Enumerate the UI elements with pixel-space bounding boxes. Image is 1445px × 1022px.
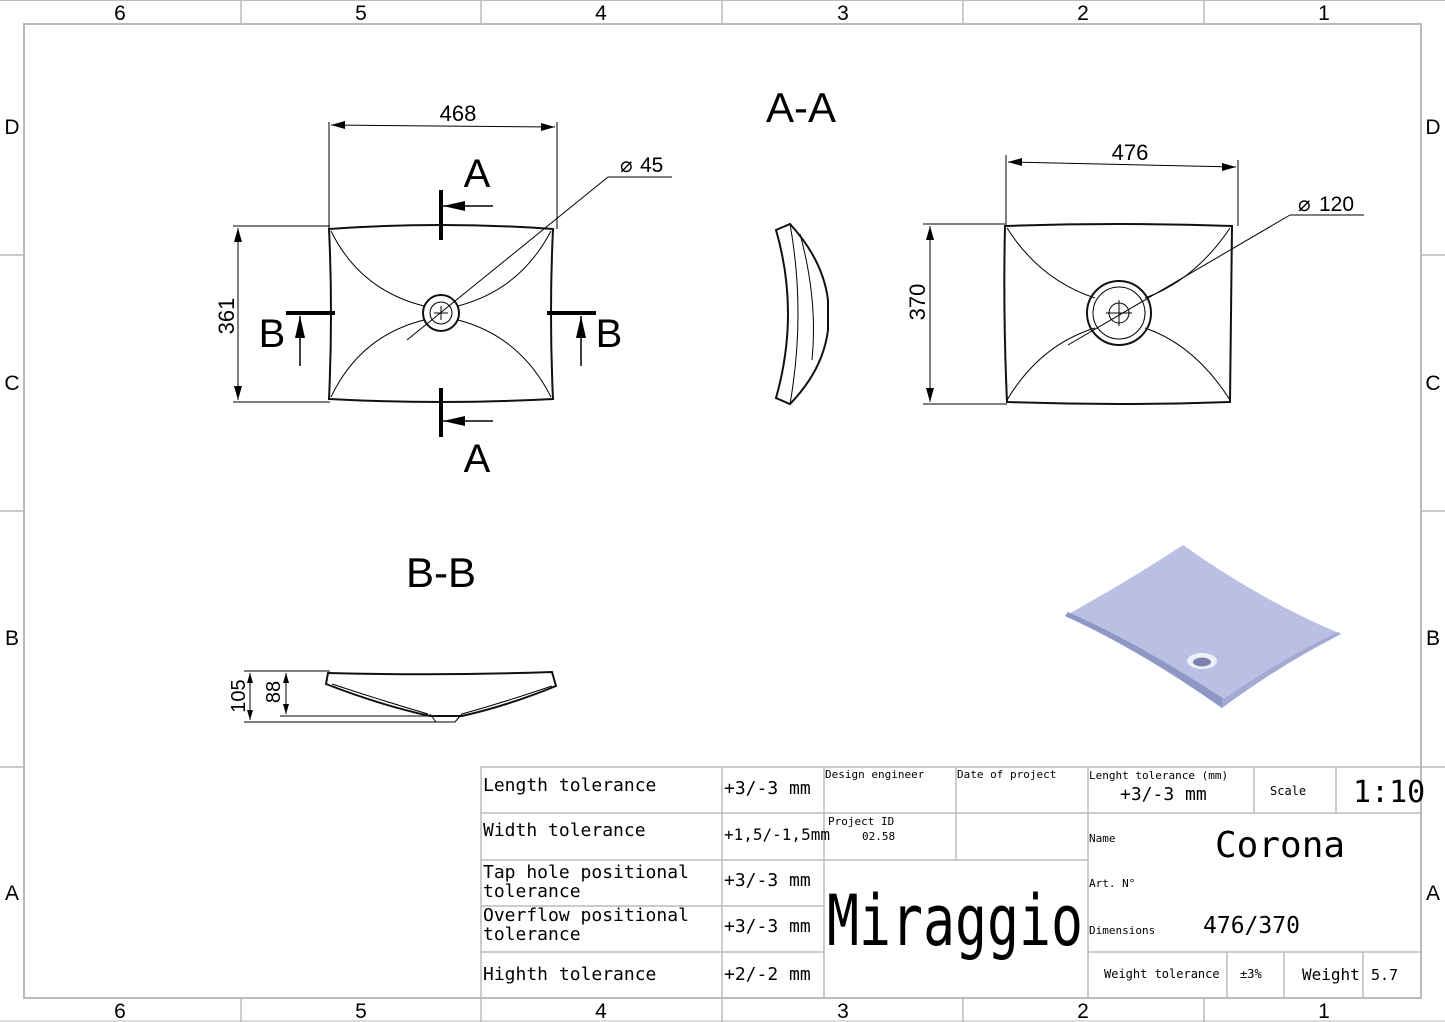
art-number-label: Art. N° — [1089, 877, 1135, 890]
name-label: Name — [1089, 832, 1116, 845]
product-render — [1065, 545, 1341, 708]
height-dimension: 361 — [214, 298, 239, 335]
width-dimension: 468 — [440, 101, 477, 126]
length-tolerance-value: +3/-3 mm — [1120, 784, 1207, 805]
section-a-label: A — [464, 437, 491, 481]
weight-tolerance-label: Weight tolerance — [1104, 967, 1220, 981]
row-label: A — [5, 882, 19, 905]
row-label: B — [1426, 627, 1440, 650]
dimensions-value: 476/370 — [1203, 913, 1300, 939]
hole-diameter: 45 — [640, 154, 663, 177]
column-label: 4 — [595, 2, 607, 25]
column-label: 2 — [1077, 1000, 1089, 1022]
scale-value: 1:10 — [1353, 775, 1425, 810]
tolerance-label: Length tolerance — [483, 775, 656, 796]
column-label: 5 — [355, 1000, 367, 1022]
section-b-label: B — [596, 312, 623, 356]
tolerance-label: tolerance — [483, 881, 581, 902]
length-tolerance-label: Lenght tolerance (mm) — [1089, 769, 1228, 782]
brand-logo: Miraggio — [827, 880, 1083, 962]
column-label: 3 — [837, 2, 849, 25]
weight-label: Weight — [1302, 965, 1360, 984]
tolerance-label: Width tolerance — [483, 820, 646, 841]
product-name: Corona — [1215, 825, 1345, 866]
dimensions-label: Dimensions — [1089, 924, 1155, 937]
total-height-dimension: 105 — [228, 679, 250, 712]
row-label: D — [1425, 116, 1440, 139]
tolerance-label: Highth tolerance — [483, 964, 656, 985]
row-label: B — [5, 627, 19, 650]
tolerance-value: +3/-3 mm — [724, 870, 811, 891]
row-label: D — [4, 116, 19, 139]
section-bb-title: B-B — [406, 549, 476, 596]
column-label: 4 — [595, 1000, 607, 1022]
title-block: Length tolerance Width tolerance Tap hol… — [480, 766, 1425, 999]
top-view: 468 361 ⌀ 45 A A B B — [214, 101, 672, 481]
column-label: 2 — [1077, 2, 1089, 25]
inner-height-dimension: 88 — [263, 681, 285, 703]
tolerance-value: +3/-3 mm — [724, 916, 811, 937]
tolerance-label: tolerance — [483, 924, 581, 945]
tolerance-value: +3/-3 mm — [724, 778, 811, 799]
height-dimension: 370 — [905, 284, 930, 321]
row-label: C — [1425, 372, 1440, 395]
design-engineer-label: Design engineer — [825, 768, 925, 781]
column-label: 3 — [837, 1000, 849, 1022]
section-aa-view: A-A — [766, 84, 836, 406]
section-a-label: A — [464, 152, 491, 196]
bottom-view: 476 370 ⌀ 120 — [905, 140, 1364, 405]
column-label: 6 — [114, 1000, 126, 1022]
tolerance-label: Tap hole positional — [483, 862, 689, 883]
weight-value: 5.7 — [1371, 966, 1398, 984]
section-bb-view: B-B 105 88 — [228, 549, 558, 723]
column-label: 1 — [1318, 1000, 1330, 1022]
width-dimension: 476 — [1112, 140, 1149, 165]
tolerance-value: +2/-2 mm — [724, 964, 811, 985]
project-id: 02.58 — [862, 830, 895, 843]
tolerance-value: +1,5/-1,5mm — [724, 825, 830, 844]
hole-diameter-symbol: ⌀ — [1298, 193, 1311, 216]
column-label: 1 — [1318, 2, 1330, 25]
hole-diameter-symbol: ⌀ — [620, 154, 633, 177]
project-id-label: Project ID — [828, 815, 894, 828]
section-b-label: B — [259, 312, 286, 356]
scale-label: Scale — [1270, 784, 1306, 798]
tolerance-label: Overflow positional — [483, 905, 689, 926]
row-label: C — [4, 372, 19, 395]
column-label: 5 — [355, 2, 367, 25]
date-of-project-label: Date of project — [957, 768, 1056, 781]
hole-diameter: 120 — [1319, 193, 1354, 216]
column-label: 6 — [114, 2, 126, 25]
weight-tolerance-value: ±3% — [1240, 967, 1262, 981]
row-label: A — [1426, 882, 1440, 905]
section-aa-title: A-A — [766, 84, 836, 131]
